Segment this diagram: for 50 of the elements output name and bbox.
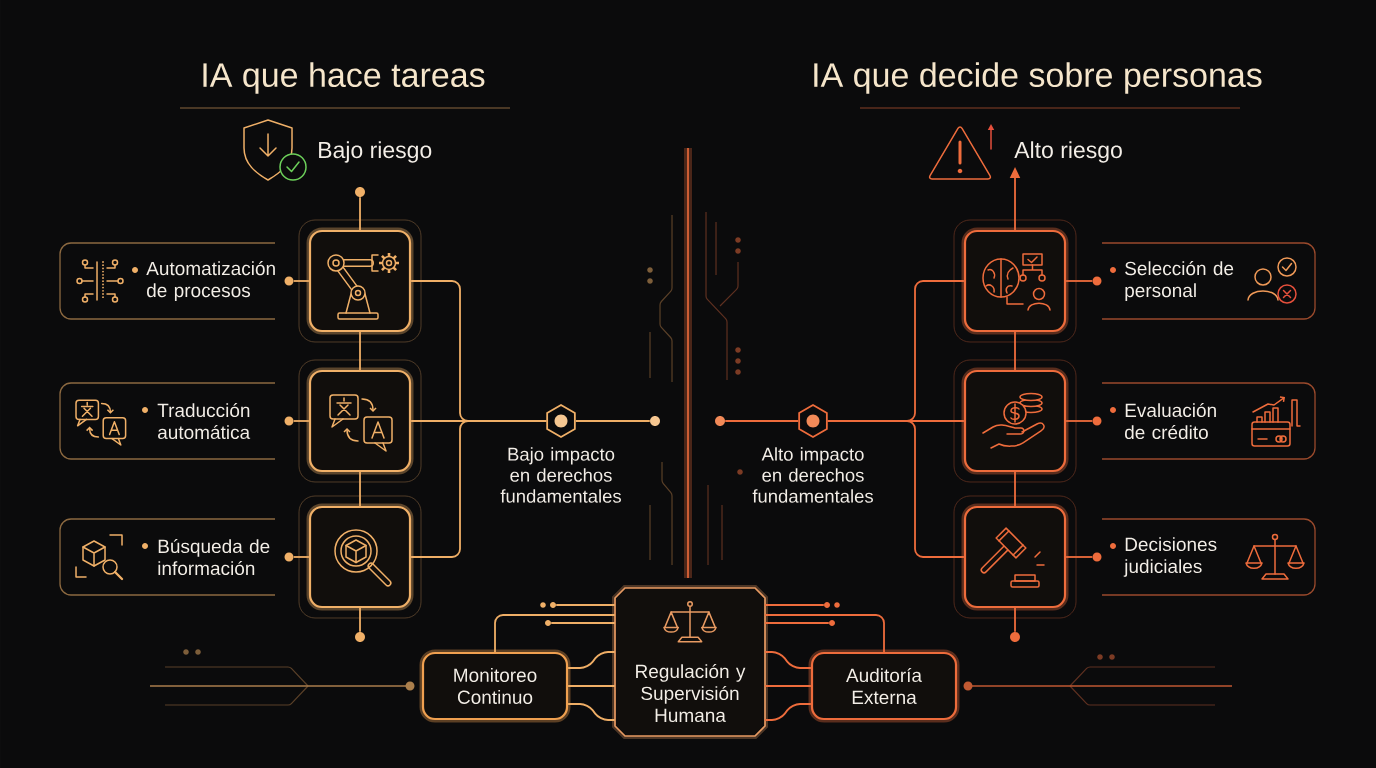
connector-line — [292, 556, 310, 558]
connector-line — [567, 685, 616, 687]
connector-line — [359, 607, 361, 633]
card: Selección de personal — [1101, 242, 1316, 320]
card: Traducción automática — [59, 382, 276, 460]
connector-line — [1065, 556, 1094, 558]
connector-line — [410, 420, 548, 558]
connector-line — [292, 280, 310, 282]
icon-tile — [298, 359, 422, 483]
icon-tile — [953, 219, 1077, 343]
connector-line — [574, 420, 651, 422]
chamfered-box: Regulación y Supervisión Humana — [612, 585, 768, 739]
connector-line — [359, 331, 361, 371]
connector-line — [1014, 331, 1016, 371]
connector-line — [1065, 420, 1094, 422]
heading: IA que decide sobre personas — [814, 62, 1262, 94]
connector-line — [724, 420, 800, 422]
process-box: Monitoreo Continuo — [419, 649, 571, 723]
connector-line — [359, 196, 361, 231]
connector-line — [567, 703, 616, 721]
icon-tile — [298, 219, 422, 343]
connector-line — [567, 651, 616, 669]
card: Decisiones judiciales — [1101, 518, 1316, 596]
card: Evaluación de crédito — [1101, 382, 1316, 460]
risk-label: Alto riesgo — [1014, 141, 1122, 163]
heading: IA que hace tareas — [203, 62, 485, 94]
connector-line — [764, 614, 885, 653]
node-label: Alto impacto en derechos fundamentales — [752, 447, 873, 503]
risk-label: Bajo riesgo — [319, 141, 432, 163]
connector-line — [764, 685, 812, 687]
connector-line — [555, 604, 616, 606]
connector-line — [764, 622, 830, 624]
connector-line — [764, 703, 812, 721]
connector-line — [292, 420, 310, 422]
card: Búsqueda de información — [59, 518, 276, 596]
node-label: Bajo impacto en derechos fundamentales — [500, 447, 621, 503]
icon-tile — [298, 495, 422, 619]
icon-tile — [953, 359, 1077, 483]
connector-line — [1014, 471, 1016, 507]
process-box: Auditoría Externa — [808, 649, 960, 723]
connector-line — [764, 651, 812, 669]
connector-line — [826, 420, 965, 558]
connector-line — [494, 614, 616, 653]
connector-line — [1065, 280, 1094, 282]
card: Automatización de procesos — [59, 242, 276, 320]
icon-tile — [953, 495, 1077, 619]
connector-line — [359, 471, 361, 507]
connector-line — [550, 622, 616, 624]
connector-line — [764, 604, 825, 606]
connector-line — [1014, 607, 1016, 633]
